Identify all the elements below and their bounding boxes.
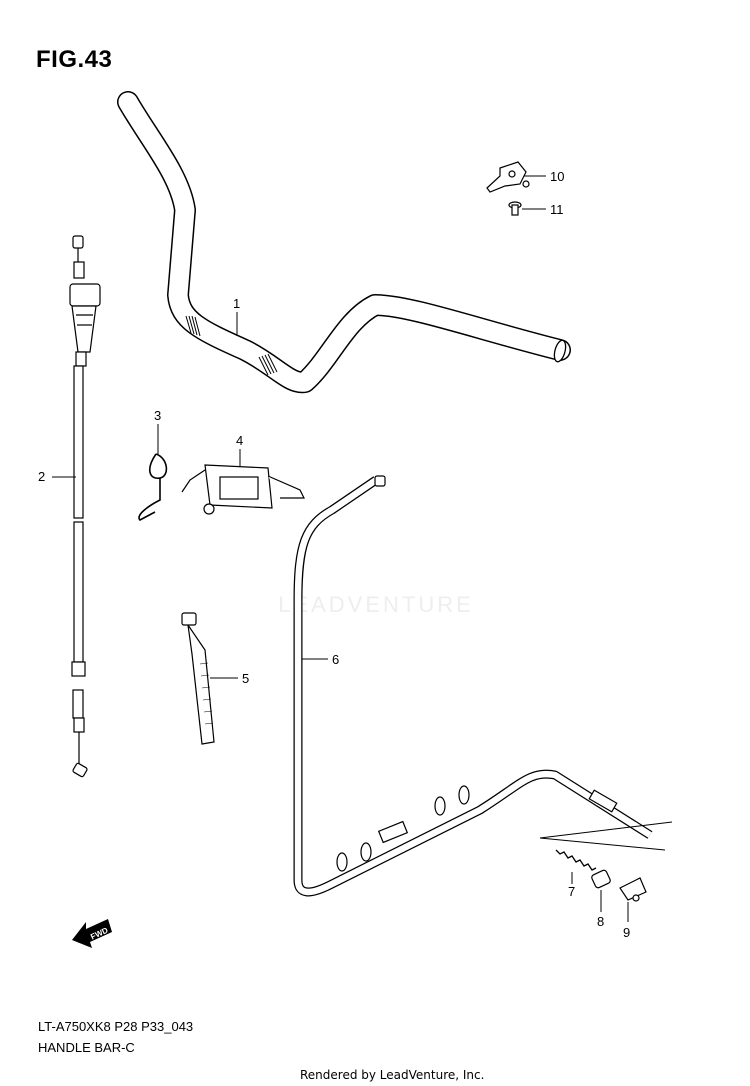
throttle-cable-icon [69,235,101,778]
footer-credit: Rendered by LeadVenture, Inc. [300,1068,485,1082]
cable-tie-icon [181,612,215,745]
callout-1: 1 [233,296,240,311]
fwd-arrow-icon: FWD [72,919,112,948]
callout-3: 3 [154,408,161,423]
watermark: LEADVENTURE [278,592,474,617]
figure-name: HANDLE BAR-C [38,1040,135,1055]
callout-6: 6 [332,652,339,667]
brake-cable-icon [293,475,653,897]
bracket-icon [181,464,305,515]
callout-7: 7 [568,884,575,899]
callout-8: 8 [597,914,604,929]
callout-5: 5 [242,671,249,686]
callout-10: 10 [550,169,564,184]
wire-clip-icon [138,453,168,521]
joint-icon [591,869,611,889]
handlebar-icon [117,91,571,394]
figure-code: LT-A750XK8 P28 P33_043 [38,1019,194,1034]
callout-4: 4 [236,433,243,448]
callout-2: 2 [38,469,45,484]
clamp-icon [486,161,530,193]
group-bracket-line [539,821,673,851]
figure-title: FIG.43 [36,46,113,73]
callout-9: 9 [623,925,630,940]
leader-lines [52,175,629,922]
pin-icon [619,877,647,902]
spring-icon [555,849,597,871]
callout-11: 11 [550,202,564,217]
screw-icon [508,201,522,216]
